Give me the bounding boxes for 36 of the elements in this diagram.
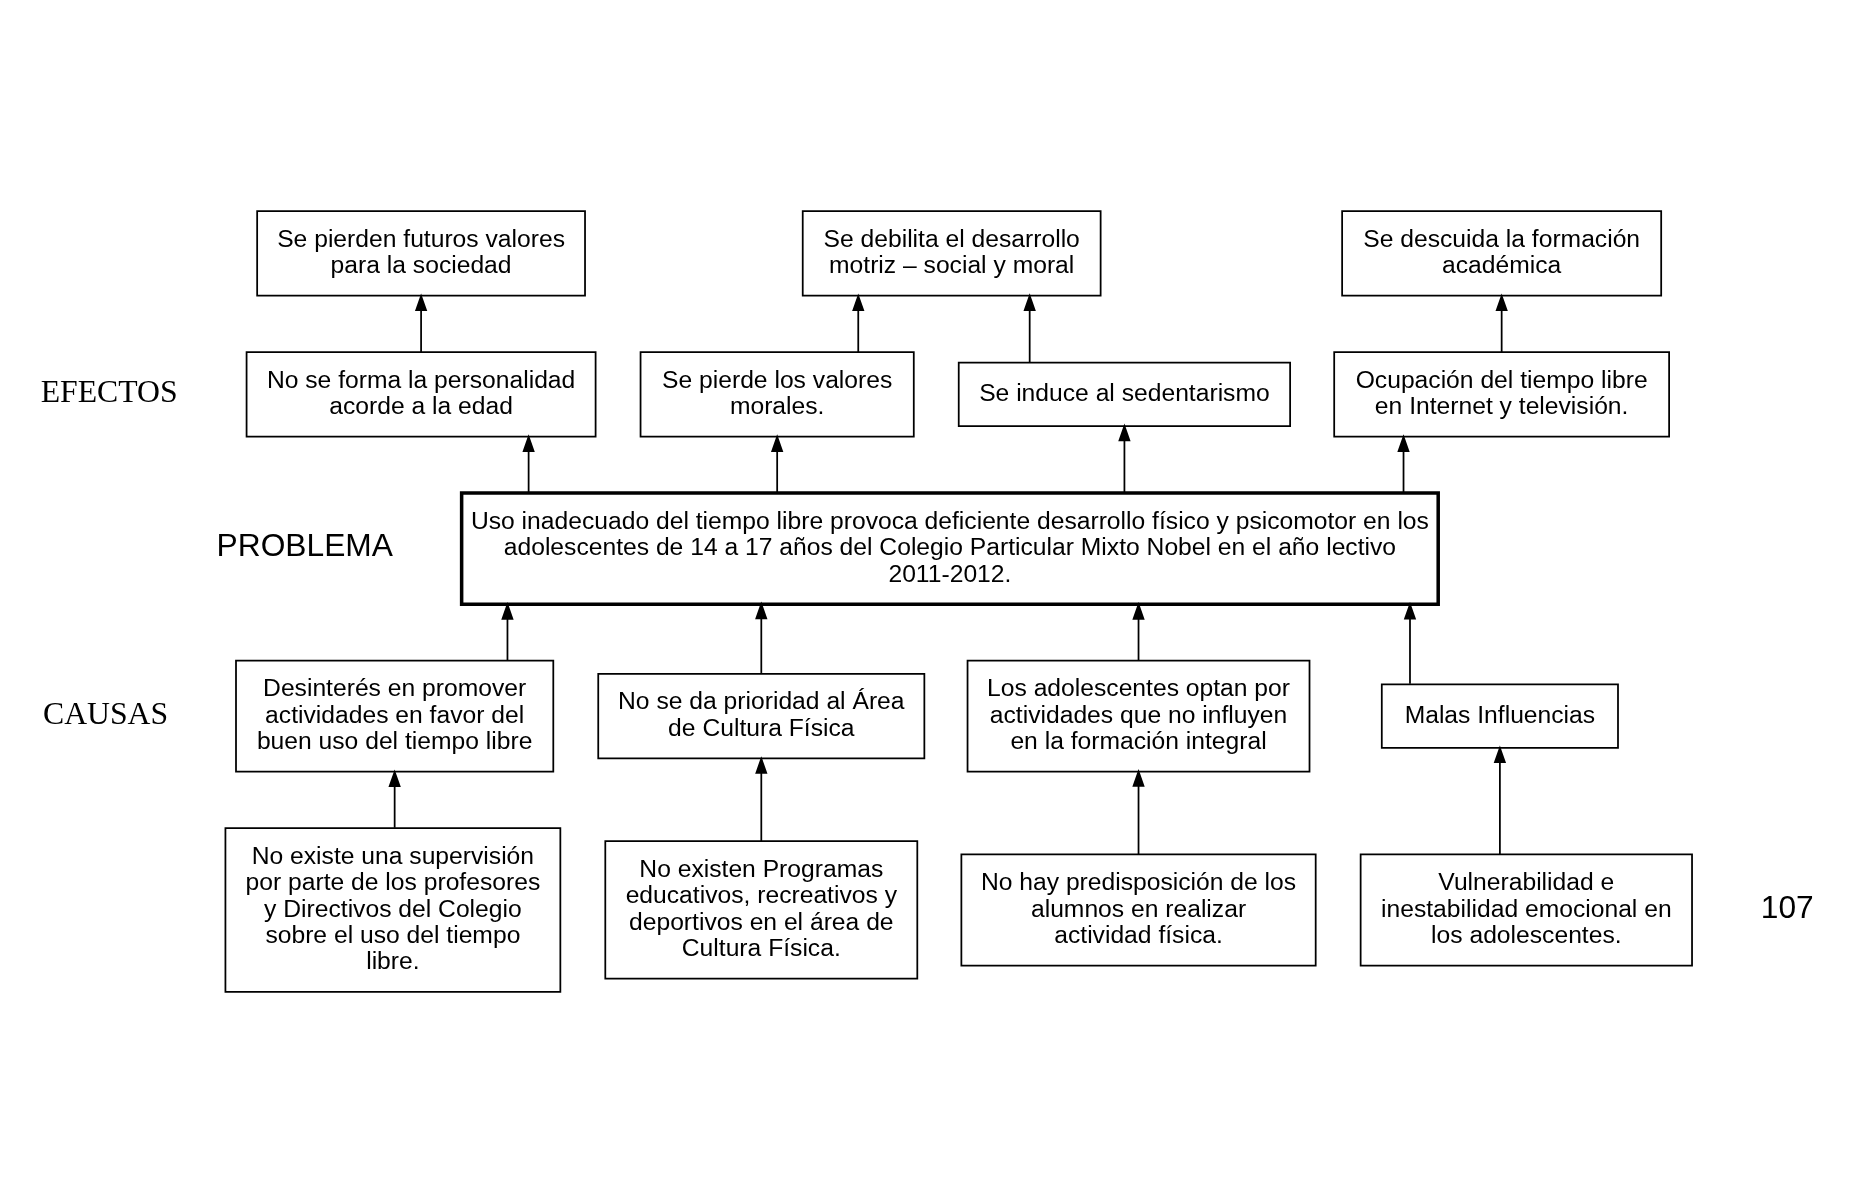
node-box: Se pierden futuros valores para la sociedad (256, 210, 586, 297)
node-box: Vulnerabilidad e inestabilidad emocional en los adolescentes. (1359, 853, 1693, 967)
label: 107 (1760, 888, 1814, 925)
label: PROBLEMA (216, 527, 393, 564)
arrow (501, 602, 514, 662)
node-box: Uso inadecuado del tiempo libre provoca deficiente desarrollo físico y psicomotor en los adolescentes de 14 a 17 años del Colegio Particular Mixto Nobel en el año lectivo 2011-2012. (459, 491, 1440, 606)
node-box: No se forma la personalidad acorde a la edad (245, 351, 597, 438)
node-box: No se da prioridad al Área de Cultura Física (597, 672, 926, 760)
arrow (771, 434, 784, 494)
node-box: Los adolescentes optan por actividades que no influyen en la formación integral (966, 659, 1311, 773)
arrow (755, 756, 768, 842)
arrow (1118, 423, 1131, 494)
node-box: Se debilita el desarrollo motriz – social y moral (801, 210, 1102, 297)
arrow (1493, 745, 1507, 856)
node-box: Se induce al sedentarismo (957, 361, 1291, 427)
arrow (1397, 434, 1410, 494)
node-box: No existe una supervisión por parte de los profesores y Directivos del Colegio sobre el uso del tiempo libre. (224, 827, 562, 993)
arrow (1495, 293, 1508, 353)
arrow (388, 769, 401, 829)
arrow (1403, 601, 1417, 685)
node-box: Ocupación del tiempo libre en Internet y televisión. (1333, 351, 1670, 438)
arrow (1023, 293, 1036, 364)
arrow (1132, 602, 1145, 662)
node-box: Se descuida la formación académica (1341, 210, 1663, 297)
arrow (755, 601, 768, 674)
node-box: No hay predisposición de los alumnos en realizar actividad física. (960, 853, 1317, 967)
node-box: Malas Influencias (1380, 683, 1619, 749)
arrow (522, 434, 535, 494)
node-box: Desinterés en promover actividades en favor del buen uso del tiempo libre (235, 659, 555, 773)
node-box: Se pierde los valores morales. (639, 351, 915, 438)
arrow (852, 293, 865, 353)
label: CAUSAS (42, 695, 169, 731)
label: EFECTOS (40, 374, 178, 410)
arrow (414, 293, 428, 353)
arrow (1132, 769, 1145, 856)
node-box: No existen Programas educativos, recreativos y deportivos en el área de Cultura Física. (604, 840, 919, 980)
